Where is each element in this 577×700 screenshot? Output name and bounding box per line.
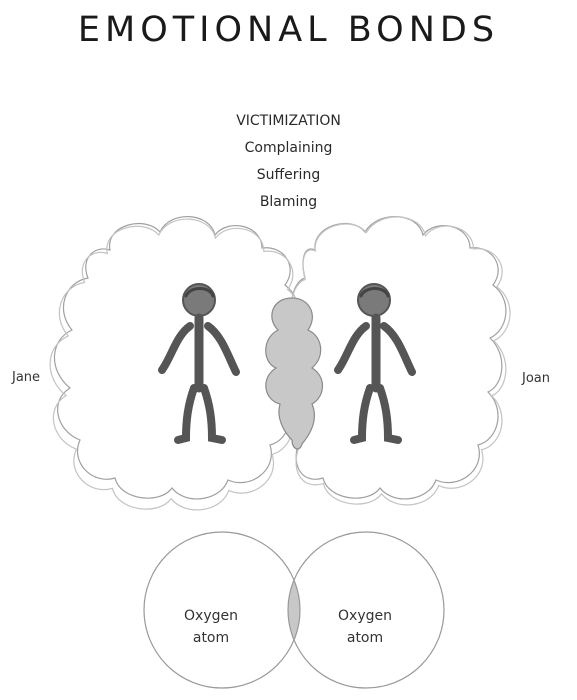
bond-heading: VICTIMIZATION [236, 113, 341, 129]
trait-complaining: Complaining [244, 140, 333, 156]
left-person-figure [158, 283, 240, 444]
right-atom-circle [287, 531, 445, 689]
trait-blaming: Blaming [259, 194, 318, 210]
left-atom-label: Oxygen atom [166, 605, 256, 649]
left-atom-circle [143, 531, 301, 689]
right-person-figure [334, 283, 416, 444]
person-name-right: Joan [522, 371, 550, 386]
person-name-left: Jane [12, 370, 41, 385]
right-atom-line1: Oxygen [338, 608, 392, 624]
diagram-title: EMOTIONAL BONDS [77, 10, 500, 50]
oxygen-atoms-venn [143, 531, 445, 689]
left-atom-line1: Oxygen [184, 608, 238, 624]
right-atom-line2: atom [346, 630, 384, 646]
trait-suffering: Suffering [256, 167, 321, 183]
right-atom-label: Oxygen atom [320, 605, 410, 649]
bond-traits: VICTIMIZATION Complaining Suffering Blam… [0, 108, 577, 216]
left-atom-line2: atom [192, 630, 230, 646]
bond-overlap [265, 297, 324, 450]
left-cloud-bubble [49, 216, 302, 511]
right-cloud-bubble [284, 216, 511, 506]
